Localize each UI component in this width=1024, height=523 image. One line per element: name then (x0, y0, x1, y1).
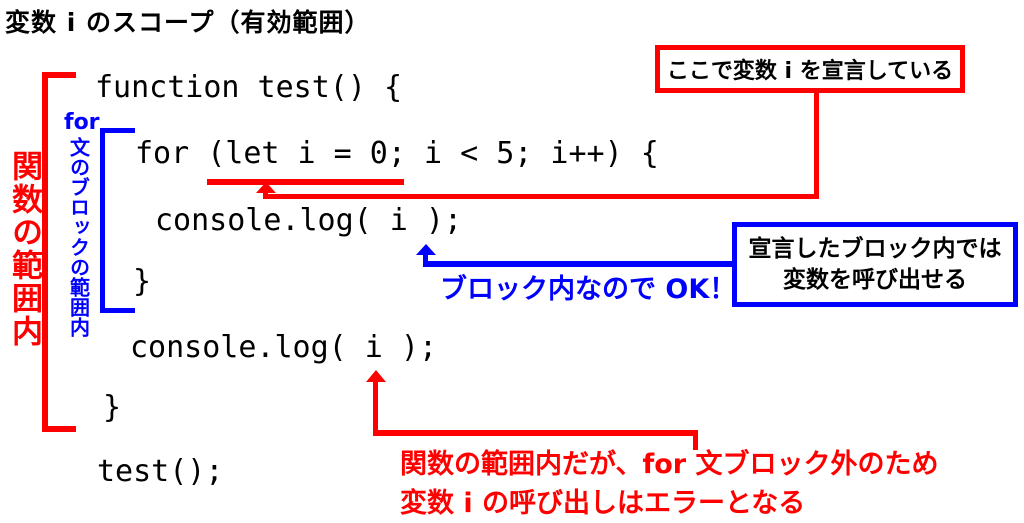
diagram-title: 変数 i のスコープ（有効範囲） (5, 8, 371, 37)
error-note-line1: 関数の範囲内だが、for 文ブロック外のため (400, 449, 939, 480)
declare-callout-box: ここで変数 i を宣言している (655, 45, 965, 93)
code-line-for-close: } (133, 264, 152, 299)
error-up-arrow-icon (366, 370, 386, 382)
function-scope-bracket-line (42, 72, 48, 432)
function-scope-bracket-bottom-arm (42, 426, 76, 432)
ok-arrow-stem (423, 253, 428, 265)
code-line-log-inside: console.log( i ); (155, 203, 463, 238)
for-scope-label-vertical: 文のブロックの範囲内 (66, 137, 91, 337)
code-line-function-call: test(); (97, 454, 224, 489)
declare-up-arrow-icon (256, 182, 276, 193)
code-line-function-close: } (103, 390, 122, 425)
for-initializer-underline (207, 179, 404, 185)
function-scope-label: 関数の範囲内 (6, 150, 42, 348)
for-scope-bracket-line (100, 128, 105, 313)
declare-connector-horizontal (263, 194, 819, 199)
code-line-function-open: function test() { (95, 70, 403, 105)
block-scope-callout-line1: 宣言したブロック内では (748, 235, 1002, 262)
ok-connector-horizontal (423, 261, 737, 267)
error-note-line2: 変数 i の呼び出しはエラーとなる (400, 488, 806, 519)
block-scope-callout-line2: 変数を呼び出せる (783, 266, 967, 293)
block-scope-callout-box: 宣言したブロック内では 変数を呼び出せる (732, 222, 1018, 307)
function-scope-bracket-top-arm (42, 72, 76, 78)
ok-note-label: ブロック内なので OK！ (440, 274, 737, 305)
for-scope-bracket-top-arm (100, 128, 135, 133)
error-arrow-stem (373, 380, 378, 435)
ok-up-arrow-icon (416, 244, 436, 255)
error-note: 関数の範囲内だが、for 文ブロック外のため 変数 i の呼び出しはエラーとなる (400, 445, 938, 523)
declare-callout-text: ここで変数 i を宣言している (666, 59, 954, 84)
for-scope-label: for 文のブロックの範囲内 (64, 110, 100, 337)
declare-connector-vertical (814, 92, 819, 198)
code-line-log-outside: console.log( i ); (130, 330, 438, 365)
code-line-for-statement: for (let i = 0; i < 5; i++) { (135, 136, 659, 171)
error-connector-horizontal (373, 430, 698, 436)
error-connector-vertical (693, 430, 698, 450)
for-scope-label-prefix: for (64, 110, 100, 135)
declare-arrow-stem (263, 191, 268, 197)
for-scope-bracket-bottom-arm (100, 308, 135, 313)
